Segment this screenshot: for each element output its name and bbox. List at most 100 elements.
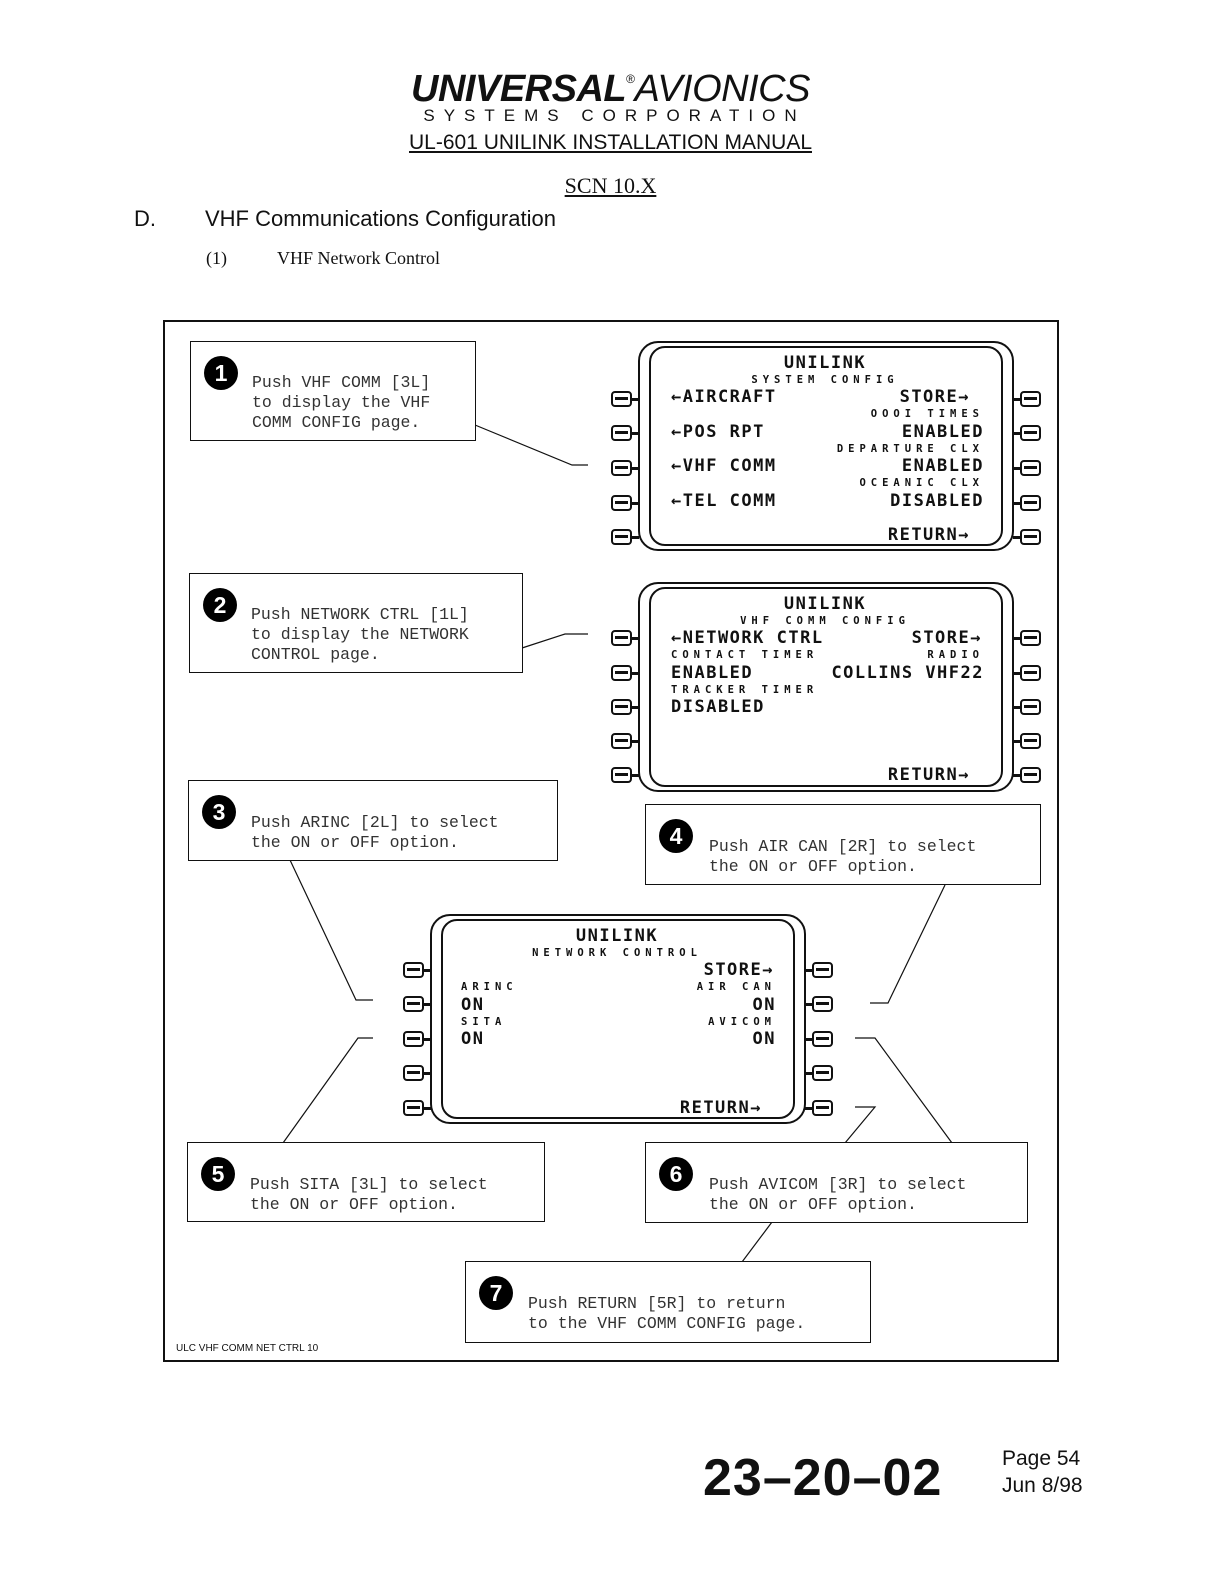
- callout-text: Push AIR CAN [2R] to select the ON or OF…: [709, 837, 977, 876]
- screen-title: UNILINK: [575, 926, 659, 946]
- screen-line-2l: ←POS RPT: [671, 422, 765, 442]
- line-select-key-2r[interactable]: [1020, 425, 1041, 441]
- line-select-key-3l[interactable]: [611, 699, 632, 715]
- cdu-network-control: UNILINK NETWORK CONTROL STORE→ ARINC AIR…: [392, 914, 842, 1124]
- line-select-key-3r[interactable]: [1020, 460, 1041, 476]
- screen-label-4r: OCEANIC CLX: [859, 477, 984, 489]
- screen-line-2r: COLLINS VHF22: [831, 663, 984, 683]
- cdu-bezel: [638, 582, 1014, 792]
- screen-line-5r: RETURN→: [887, 765, 970, 785]
- figure-frame: [163, 320, 1059, 1362]
- line-select-key-4r[interactable]: [1020, 495, 1041, 511]
- line-select-key-2l[interactable]: [611, 425, 632, 441]
- cdu-screen: [649, 346, 1003, 546]
- line-select-key-1r[interactable]: [1020, 391, 1041, 407]
- callout-7: 7 Push RETURN [5R] to return to the VHF …: [465, 1261, 871, 1343]
- subsection-title: VHF Network Control: [277, 248, 440, 268]
- step-number-badge: 6: [659, 1157, 693, 1191]
- callout-3: 3 Push ARINC [2L] to select the ON or OF…: [188, 780, 558, 861]
- screen-line-5r: RETURN→: [679, 1098, 762, 1118]
- line-select-key-5r[interactable]: [1020, 529, 1041, 545]
- screen-line-1r: STORE→: [703, 960, 774, 980]
- line-select-key-4r[interactable]: [1020, 733, 1041, 749]
- callout-1: 1 Push VHF COMM [3L] to display the VHF …: [190, 341, 476, 441]
- screen-title: UNILINK: [783, 353, 867, 373]
- line-select-key-4l[interactable]: [611, 733, 632, 749]
- line-select-key-5l[interactable]: [611, 767, 632, 783]
- screen-line-2l: ON: [461, 995, 485, 1015]
- screen-line-2l: ENABLED: [671, 663, 754, 683]
- logo-brand: UNIVERSAL: [411, 68, 627, 110]
- line-select-key-2r[interactable]: [812, 996, 833, 1012]
- screen-subtitle: VHF COMM CONFIG: [740, 615, 910, 627]
- line-select-key-3r[interactable]: [812, 1031, 833, 1047]
- screen-line-5r: RETURN→: [887, 525, 970, 545]
- line-select-key-5l[interactable]: [611, 529, 632, 545]
- callout-5: 5 Push SITA [3L] to select the ON or OFF…: [187, 1142, 545, 1222]
- line-select-key-5l[interactable]: [403, 1100, 424, 1116]
- cdu-screen: [649, 587, 1003, 787]
- callout-text: Push RETURN [5R] to return to the VHF CO…: [528, 1294, 806, 1333]
- line-select-key-2r[interactable]: [1020, 665, 1041, 681]
- line-select-key-3l[interactable]: [611, 460, 632, 476]
- screen-label-3l: TRACKER TIMER: [671, 684, 819, 696]
- screen-line-4l: ←TEL COMM: [671, 491, 777, 511]
- line-select-key-1r[interactable]: [1020, 630, 1041, 646]
- document-section-code: 23–20–02: [703, 1449, 943, 1507]
- callout-text: Push SITA [3L] to select the ON or OFF o…: [250, 1175, 488, 1214]
- screen-label-3r: DEPARTURE CLX: [836, 443, 984, 455]
- line-select-key-2l[interactable]: [611, 665, 632, 681]
- subsection-number: (1): [206, 248, 227, 268]
- cdu-screen: [441, 919, 795, 1119]
- line-select-key-1r[interactable]: [812, 962, 833, 978]
- step-number-badge: 4: [659, 819, 693, 853]
- page-number: Page 54: [1002, 1447, 1081, 1470]
- line-select-key-5r[interactable]: [1020, 767, 1041, 783]
- cdu-bezel: [430, 914, 806, 1124]
- screen-line-1r: STORE→: [899, 387, 970, 407]
- logo-avionics: AVIONICS: [634, 68, 810, 110]
- callout-text: Push AVICOM [3R] to select the ON or OFF…: [709, 1175, 967, 1214]
- step-number-badge: 7: [479, 1276, 513, 1310]
- line-select-key-4l[interactable]: [611, 495, 632, 511]
- cdu-bezel: [638, 341, 1014, 551]
- scn-label: SCN 10.X: [564, 173, 657, 198]
- line-select-key-3r[interactable]: [1020, 699, 1041, 715]
- revision-date: Jun 8/98: [1002, 1474, 1083, 1497]
- logo-corporation: SYSTEMS CORPORATION: [423, 106, 806, 125]
- section-title: VHF Communications Configuration: [205, 206, 556, 231]
- step-number-badge: 3: [202, 795, 236, 829]
- line-select-key-3l[interactable]: [403, 1031, 424, 1047]
- cdu-system-config: UNILINK SYSTEM CONFIG ←AIRCRAFT STORE→ O…: [600, 341, 1050, 551]
- screen-line-2r: ON: [752, 995, 776, 1015]
- screen-line-3r: ENABLED: [901, 456, 984, 476]
- line-select-key-1l[interactable]: [403, 962, 424, 978]
- callout-6: 6 Push AVICOM [3R] to select the ON or O…: [645, 1142, 1028, 1223]
- screen-label-3l: SITA: [461, 1016, 507, 1028]
- screen-line-4r: DISABLED: [890, 491, 984, 511]
- step-number-badge: 5: [201, 1157, 235, 1191]
- screen-line-3l: ←VHF COMM: [671, 456, 777, 476]
- line-select-key-4r[interactable]: [812, 1065, 833, 1081]
- manual-title: UL-601 UNILINK INSTALLATION MANUAL: [409, 131, 812, 154]
- screen-label-3r: AVICOM: [708, 1016, 776, 1028]
- screen-subtitle: SYSTEM CONFIG: [751, 374, 899, 386]
- screen-subtitle: NETWORK CONTROL: [532, 947, 702, 959]
- callout-text: Push VHF COMM [3L] to display the VHF CO…: [252, 373, 431, 432]
- step-number-badge: 2: [203, 588, 237, 622]
- screen-line-1l: ←NETWORK CTRL: [671, 628, 824, 648]
- line-select-key-5r[interactable]: [812, 1100, 833, 1116]
- screen-line-3l: ON: [461, 1029, 485, 1049]
- line-select-key-2l[interactable]: [403, 996, 424, 1012]
- screen-line-3l: DISABLED: [671, 697, 765, 717]
- step-number-badge: 1: [204, 356, 238, 390]
- callout-text: Push NETWORK CTRL [1L] to display the NE…: [251, 605, 469, 664]
- screen-line-1l: ←AIRCRAFT: [671, 387, 777, 407]
- callout-4: 4 Push AIR CAN [2R] to select the ON or …: [645, 804, 1041, 885]
- figure-id: ULC VHF COMM NET CTRL 10: [176, 1343, 319, 1354]
- screen-label-2l: CONTACT TIMER: [671, 649, 819, 661]
- line-select-key-1l[interactable]: [611, 391, 632, 407]
- screen-label-2l: ARINC: [461, 981, 518, 993]
- line-select-key-1l[interactable]: [611, 630, 632, 646]
- line-select-key-4l[interactable]: [403, 1065, 424, 1081]
